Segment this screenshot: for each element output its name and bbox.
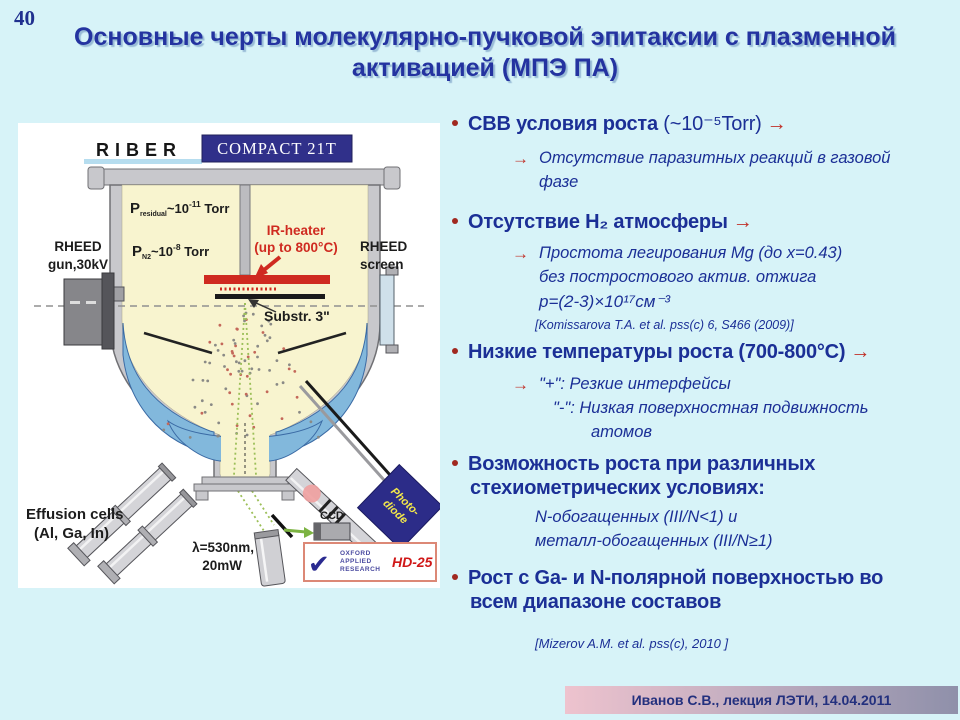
pressure-n2-label: PN2~10-8 Torr xyxy=(132,242,209,261)
mbe-diagram: RIBER COMPACT 21T xyxy=(26,134,444,587)
svg-text:APPLIED: APPLIED xyxy=(340,558,372,565)
compact-label: COMPACT 21T xyxy=(217,139,337,158)
arrow-icon: → xyxy=(512,375,529,394)
bullet-dot xyxy=(452,119,458,126)
ccd-label: CCD xyxy=(320,510,344,522)
bullet-no-h2-atmosphere: Отсутствие H₂ атмосферы→ xyxy=(452,210,952,234)
arrow-icon: → xyxy=(766,113,787,135)
bottom-flange-foot-right xyxy=(281,490,295,501)
oxford-check-icon: ✔ xyxy=(308,549,330,579)
laser xyxy=(253,529,286,587)
bullet-dot xyxy=(452,459,458,466)
rheed-screen-label-line1: RHEED xyxy=(360,239,408,254)
chamber-lid-cap-left xyxy=(87,166,105,190)
ir-heater-arrow-line xyxy=(262,255,282,272)
svg-text:OXFORD: OXFORD xyxy=(340,550,371,557)
slide-title-line2: активацией (МПЭ ПА) xyxy=(351,54,619,83)
green-arrow-head xyxy=(304,527,314,538)
rheed-gun xyxy=(63,272,125,350)
plasma-glow xyxy=(302,484,321,503)
beam-green-right xyxy=(244,302,257,476)
riber-underline xyxy=(84,159,202,164)
manipulator-shaft xyxy=(239,184,251,276)
bullet-dot xyxy=(452,347,458,354)
arrow-icon: → xyxy=(850,341,871,363)
oxford-logo-box: ✔ OXFORD APPLIED RESEARCH HD-25 xyxy=(303,542,437,582)
chamber-lid xyxy=(95,168,393,186)
substrate-label: Substr. 3" xyxy=(264,308,330,324)
slide-number: 40 xyxy=(14,6,35,30)
footer-credit: Иванов С.В., лекция ЛЭТИ, 14.04.2011 xyxy=(565,686,958,714)
sub-interfaces-mobility: → "+": Резкие интерфейсы "-": Низкая пов… xyxy=(512,373,942,445)
effusion-tube-2 xyxy=(97,488,198,585)
photodiode-rod-gray xyxy=(298,385,386,481)
ccd-camera xyxy=(313,522,351,541)
substrate-leader-line xyxy=(253,301,277,313)
bullet-stoichiometric-conditions: Возможность роста при различных стехиоме… xyxy=(452,452,952,501)
green-arrow-line xyxy=(283,528,307,534)
citation-mizerov: [Mizerov A.M. et al. pss(c), 2010 ] xyxy=(535,636,729,651)
effusion-label-line2: (Al, Ga, In) xyxy=(34,525,109,542)
rheed-screen-label-line2: screen xyxy=(360,257,404,272)
rheed-gun-label-line2: gun,30kV xyxy=(48,257,108,272)
arrow-icon: → xyxy=(512,149,529,168)
sub-no-parasitic-reactions: → Отсутствие паразитных реакций в газово… xyxy=(512,147,942,195)
citation-komissarova: [Komissarova T.A. et al. pss(c) 6, S466 … xyxy=(535,318,794,332)
bullet-polarity-growth: Рост с Ga- и N-полярной поверхностью во … xyxy=(452,566,952,615)
rheed-gun-label-line1: RHEED xyxy=(54,239,102,254)
mirror xyxy=(270,513,294,539)
substrate-leader-head xyxy=(248,299,259,308)
shutter-right xyxy=(277,331,347,355)
bullet-dot xyxy=(452,217,458,224)
ir-heater-label-line2: (up to 800°C) xyxy=(254,240,337,255)
bottom-flange-lower xyxy=(193,483,297,492)
bullet-low-growth-temperatures: Низкие температуры роста (700-800°C)→ xyxy=(452,340,952,364)
bottom-flange-foot-left xyxy=(195,490,209,501)
riber-logo: RIBER xyxy=(96,140,182,160)
effusion-label-line1: Effusion cells xyxy=(26,506,124,523)
sub-mg-doping: → Простота легирования Mg (до x=0.43) бе… xyxy=(512,242,942,314)
slide-title-line1: Основные черты молекулярно-пучковой эпит… xyxy=(74,23,896,51)
laser-label-line1: λ=530nm, xyxy=(192,540,254,555)
beam-green-lower2 xyxy=(251,490,275,526)
arrow-icon: → xyxy=(512,244,529,263)
ir-heater-label-line1: IR-heater xyxy=(267,223,326,238)
bullet-dot xyxy=(452,573,458,580)
mbe-diagram-panel: RIBER COMPACT 21T xyxy=(18,123,444,588)
beam-green-lower1 xyxy=(237,490,265,532)
rheed-screen xyxy=(379,266,399,354)
beam-green-left xyxy=(233,302,246,476)
pressure-residual-label: Presidual~10-11 Torr xyxy=(130,199,229,218)
shutter-left xyxy=(143,331,213,355)
sub-n-rich-metal-rich: N-обогащенных (III/N<1) и металл-обогаще… xyxy=(535,508,773,550)
chamber-lid-cap-right xyxy=(383,166,401,190)
hd25-label: HD-25 xyxy=(392,554,433,570)
svg-text:RESEARCH: RESEARCH xyxy=(340,566,380,573)
photodiode-rod-dark xyxy=(304,380,392,476)
laser-label-line2: 20mW xyxy=(202,558,242,573)
heater-bar xyxy=(204,275,330,284)
substrate-bar xyxy=(215,294,325,299)
photodiode: Photo- diode xyxy=(356,463,444,551)
effusion-tube-1 xyxy=(67,462,177,567)
arrow-icon: → xyxy=(732,211,753,233)
ir-heater-arrow-head xyxy=(254,264,268,279)
slide-title: Основные черты молекулярно-пучковой эпит… xyxy=(55,22,915,85)
compact-box xyxy=(201,134,353,163)
bullet-uhv-conditions: СВВ условия роста (~10⁻⁵Torr)→ xyxy=(452,112,952,136)
